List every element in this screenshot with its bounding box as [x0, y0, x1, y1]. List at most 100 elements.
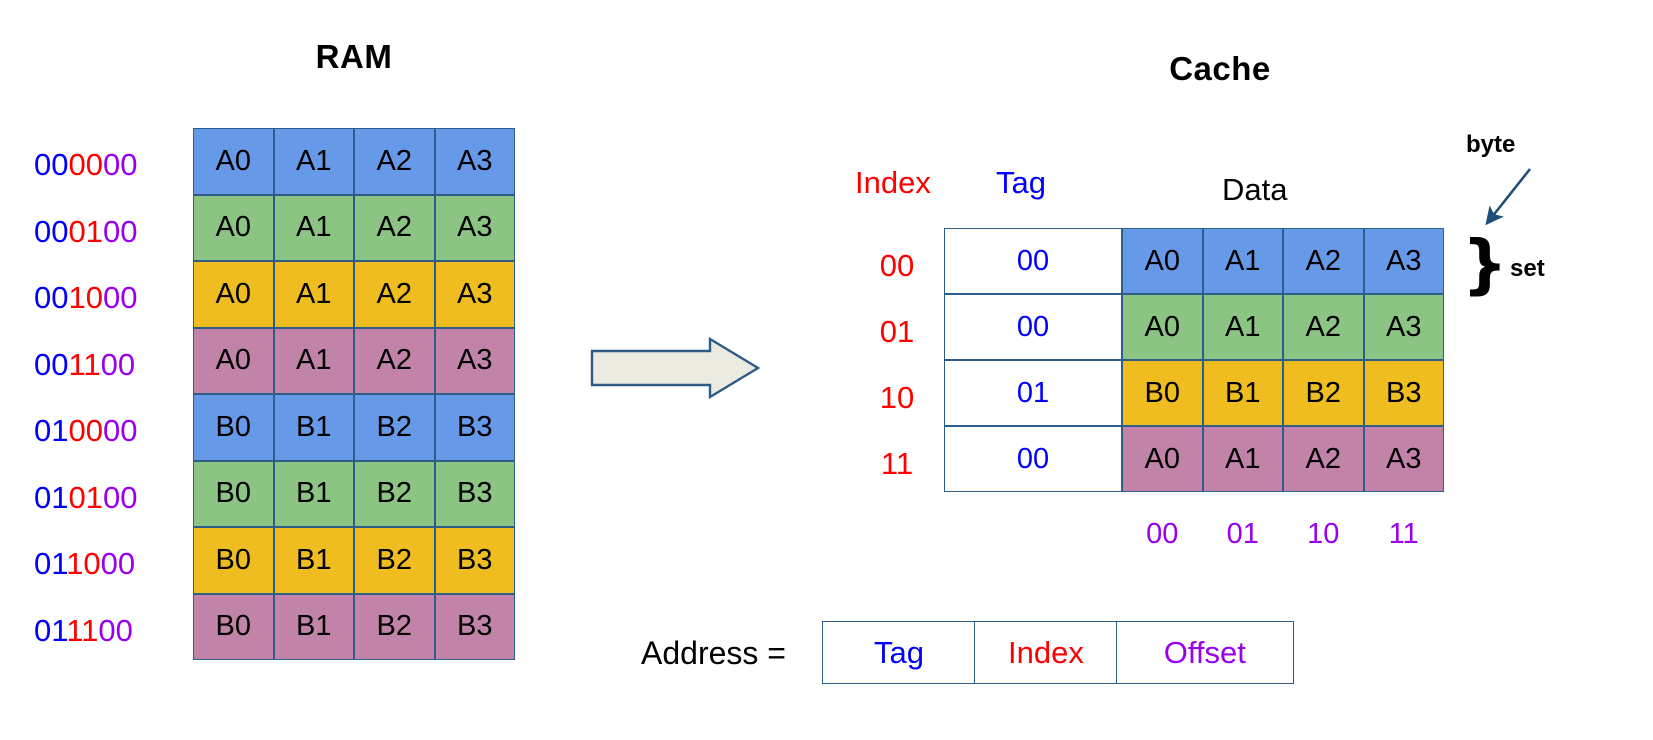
ram-cell: B1 [273, 460, 354, 527]
address-offset-bits: 00 [102, 479, 138, 515]
set-label: set [1510, 255, 1545, 282]
cache-offset-label: 10 [1307, 518, 1340, 550]
cache-data-cell: A1 [1202, 228, 1283, 294]
ram-cell: B2 [354, 394, 435, 461]
ram-cell: A3 [434, 194, 515, 261]
ram-address-label: 001100 [34, 349, 135, 380]
cache-offset-label: 01 [1226, 518, 1259, 550]
address-offset-bits: 00 [98, 612, 133, 648]
ram-address-label: 010000 [34, 415, 137, 446]
cache-data-cell: A2 [1283, 228, 1364, 294]
cache-tag-cell: 01 [944, 360, 1122, 426]
ram-cell: A3 [434, 261, 515, 328]
ram-address-label: 000100 [34, 216, 137, 247]
address-index-bits: 01 [68, 213, 103, 249]
address-offset-bits: 00 [102, 213, 138, 249]
cache-title: Cache [1169, 50, 1271, 87]
cache-offset-label: 00 [1146, 518, 1179, 550]
cache-data-cell: A3 [1363, 294, 1444, 360]
address-legend-label: Address = [641, 635, 786, 671]
ram-cell: A0 [193, 327, 274, 394]
ram-cell: B2 [354, 593, 435, 660]
cache-data-cell: A0 [1122, 294, 1203, 360]
ram-cell: A1 [273, 128, 354, 195]
cache-index-label: 00 [879, 248, 915, 283]
address-offset-bits: 00 [102, 280, 138, 315]
address-index-bits: 11 [66, 612, 99, 648]
ram-cell: A1 [273, 261, 354, 328]
address-index-bits: 01 [68, 479, 103, 515]
cache-header-index: Index [855, 165, 931, 200]
arrow-down-left-icon [1485, 168, 1532, 226]
cache-data-cell: A2 [1283, 426, 1364, 492]
cache-header-tag: Tag [996, 165, 1046, 200]
ram-cell: A0 [193, 194, 274, 261]
cache-data-cell: A0 [1122, 426, 1203, 492]
cache-tag-cell: 00 [944, 294, 1122, 360]
ram-cell: A1 [273, 194, 354, 261]
cache-data-cell: A1 [1202, 426, 1283, 492]
ram-address-label: 001000 [34, 282, 137, 313]
ram-cell: A2 [354, 327, 435, 394]
address-tag-bits: 00 [34, 280, 69, 315]
cache-offset-label: 11 [1388, 518, 1419, 550]
address-field-tag: Tag [822, 621, 976, 684]
byte-label: byte [1466, 131, 1516, 158]
address-tag-bits: 01 [34, 413, 69, 448]
ram-address-label: 010100 [34, 482, 137, 513]
ram-address-label: 011100 [34, 615, 133, 646]
cache-data-cell: A3 [1363, 426, 1444, 492]
address-index-bits: 00 [68, 147, 103, 182]
address-offset-bits: 00 [100, 346, 136, 382]
cache-tag-cell: 00 [944, 426, 1122, 492]
ram-cell: A0 [193, 128, 274, 195]
ram-cell: B0 [193, 527, 274, 594]
cache-data-cell: B2 [1283, 360, 1364, 426]
ram-to-cache-arrow [590, 336, 761, 400]
cache-data-cell: B1 [1202, 360, 1283, 426]
ram-cell: B3 [434, 460, 515, 527]
cache-tag-value: 00 [1016, 442, 1050, 475]
address-offset-bits: 00 [102, 413, 138, 448]
cache-data-cell: A1 [1202, 294, 1283, 360]
address-tag-bits: 00 [34, 346, 69, 382]
address-index-bits: 10 [66, 546, 101, 581]
cache-data-cell: B3 [1363, 360, 1444, 426]
ram-cell: B0 [193, 460, 274, 527]
address-index-bits: 11 [68, 346, 101, 382]
ram-cell: A2 [354, 128, 435, 195]
cache-data-cell: A3 [1363, 228, 1444, 294]
ram-cell: B0 [193, 593, 274, 660]
ram-cell: B3 [434, 593, 515, 660]
ram-cell: A0 [193, 261, 274, 328]
cache-tag-cell: 00 [944, 228, 1122, 294]
cache-header-data: Data [1222, 172, 1288, 207]
set-brace: } [1462, 228, 1508, 302]
address-field-index: Index [974, 621, 1118, 684]
ram-cell: B3 [434, 527, 515, 594]
cache-index-label: 10 [879, 380, 915, 415]
ram-cell: B1 [273, 593, 354, 660]
cache-index-label: 11 [880, 446, 914, 481]
address-offset-bits: 00 [102, 147, 138, 182]
address-tag-bits: 00 [34, 213, 69, 249]
ram-cell: B3 [434, 394, 515, 461]
address-tag-bits: 01 [34, 612, 67, 648]
ram-cell: A2 [354, 261, 435, 328]
address-tag-bits: 00 [34, 147, 69, 182]
address-tag-bits: 01 [34, 546, 67, 581]
ram-cell: B2 [354, 460, 435, 527]
cache-data-cell: B0 [1122, 360, 1203, 426]
flow-arrow-icon [590, 336, 761, 400]
address-offset-bits: 00 [100, 546, 136, 581]
ram-cell: A3 [434, 327, 515, 394]
ram-address-label: 011000 [34, 548, 135, 579]
ram-cell: B1 [273, 394, 354, 461]
ram-cell: B2 [354, 527, 435, 594]
ram-cell: B1 [273, 527, 354, 594]
cache-data-cell: A2 [1283, 294, 1364, 360]
cache-index-label: 01 [879, 314, 915, 349]
address-field-offset: Offset [1115, 621, 1294, 684]
ram-cell: A1 [273, 327, 354, 394]
